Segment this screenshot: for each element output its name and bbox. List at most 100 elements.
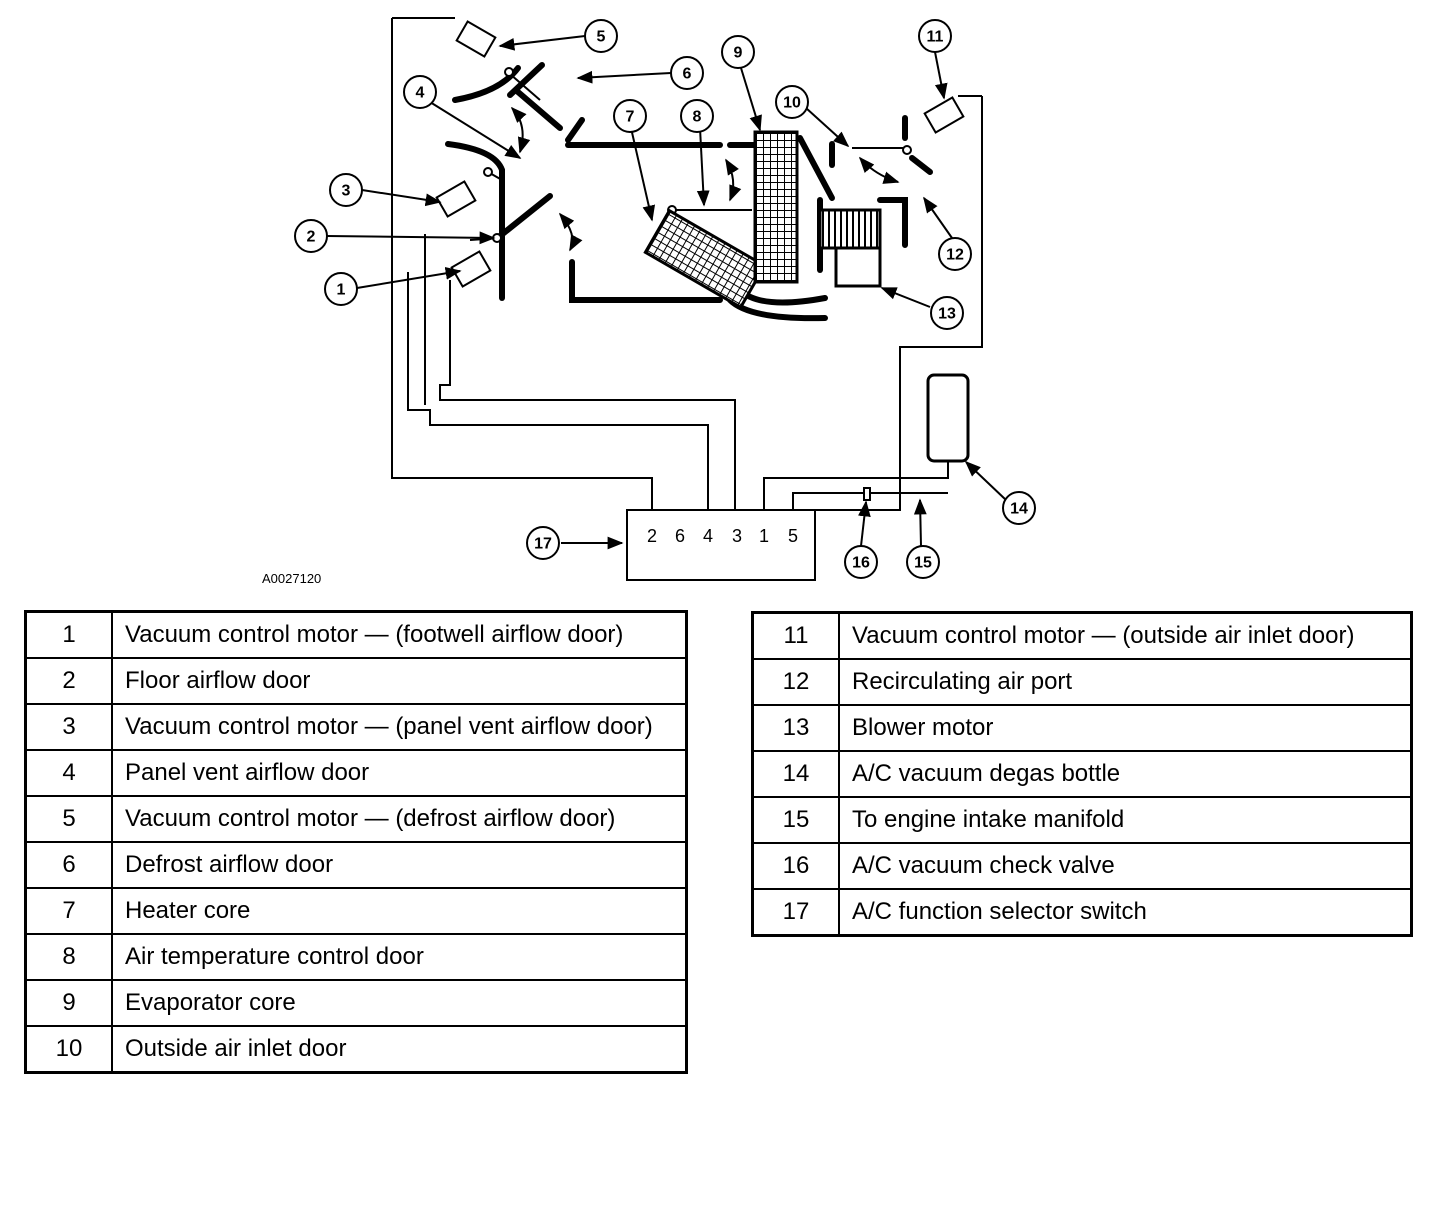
legend-number: 12 [751, 658, 840, 706]
legend-description: Outside air inlet door [111, 1025, 688, 1074]
legend-description: Air temperature control door [111, 933, 688, 981]
callout-15: 15 [906, 545, 940, 579]
callout-number: 11 [927, 29, 944, 46]
callout-number: 1 [337, 282, 346, 299]
callout-number: 9 [734, 45, 743, 62]
legend-number: 7 [24, 887, 113, 935]
legend-number: 17 [751, 888, 840, 937]
legend-number: 13 [751, 704, 840, 752]
degas-bottle-icon [926, 373, 970, 463]
callout-leaders [326, 35, 1007, 550]
callout-number: 5 [597, 29, 606, 46]
legend-number: 4 [24, 749, 113, 797]
callout-number: 10 [783, 95, 801, 112]
callout-number: 14 [1010, 501, 1028, 518]
callout-4: 4 [403, 75, 437, 109]
housing-outline [391, 17, 983, 511]
callout-13: 13 [930, 296, 964, 330]
legend-description: Defrost airflow door [111, 841, 688, 889]
check-valve-icon [863, 487, 871, 501]
legend-description: Evaporator core [111, 979, 688, 1027]
callout-number: 13 [938, 306, 956, 323]
callout-number: 3 [342, 183, 351, 200]
callout-9: 9 [721, 35, 755, 69]
legend-description: A/C vacuum degas bottle [838, 750, 1413, 798]
callout-16: 16 [844, 545, 878, 579]
callout-17: 17 [526, 526, 560, 560]
legend-number: 14 [751, 750, 840, 798]
legend-number: 16 [751, 842, 840, 890]
legend-number: 6 [24, 841, 113, 889]
switch-port-label: 1 [759, 526, 769, 546]
legend-description: Vacuum control motor — (panel vent airfl… [111, 703, 688, 751]
callout-number: 16 [852, 555, 870, 572]
legend-description: To engine intake manifold [838, 796, 1413, 844]
legend-description: A/C function selector switch [838, 888, 1413, 937]
switch-port-label: 6 [675, 526, 685, 546]
callout-7: 7 [613, 99, 647, 133]
callout-number: 12 [946, 247, 964, 264]
callout-number: 6 [683, 66, 692, 83]
heater-core-icon [643, 208, 767, 310]
callout-number: 15 [914, 555, 932, 572]
figure-id: A0027120 [262, 571, 321, 586]
switch-port-label: 4 [703, 526, 713, 546]
legend-description: Panel vent airflow door [111, 749, 688, 797]
switch-port-label: 3 [732, 526, 742, 546]
callout-number: 4 [416, 85, 425, 102]
legend-number: 8 [24, 933, 113, 981]
vacuum-hoses [407, 234, 949, 510]
legend-number: 9 [24, 979, 113, 1027]
callout-6: 6 [670, 56, 704, 90]
function-selector-switch-box [626, 509, 816, 581]
legend-number: 2 [24, 657, 113, 705]
callout-2: 2 [294, 219, 328, 253]
blower-motor-icon [834, 246, 882, 288]
callout-11: 11 [918, 19, 952, 53]
callout-1: 1 [324, 272, 358, 306]
blower-wheel-icon [818, 208, 882, 250]
legend-number: 3 [24, 703, 113, 751]
callout-8: 8 [680, 99, 714, 133]
callout-3: 3 [329, 173, 363, 207]
callout-12: 12 [938, 237, 972, 271]
callout-number: 7 [626, 109, 635, 126]
callout-number: 8 [693, 109, 702, 126]
switch-port-label: 2 [647, 526, 657, 546]
evaporator-core-icon [753, 130, 799, 284]
callout-14: 14 [1002, 491, 1036, 525]
legend-description: Floor airflow door [111, 657, 688, 705]
legend-number: 1 [24, 610, 113, 659]
vacuum-motor-icons [435, 20, 965, 288]
legend-description: Vacuum control motor — (footwell airflow… [111, 610, 688, 659]
legend-description: Blower motor [838, 704, 1413, 752]
legend-description: Heater core [111, 887, 688, 935]
legend-description: Vacuum control motor — (defrost airflow … [111, 795, 688, 843]
legend-number: 11 [751, 611, 840, 660]
ducts [445, 62, 933, 322]
callout-number: 17 [534, 536, 552, 553]
callout-10: 10 [775, 85, 809, 119]
